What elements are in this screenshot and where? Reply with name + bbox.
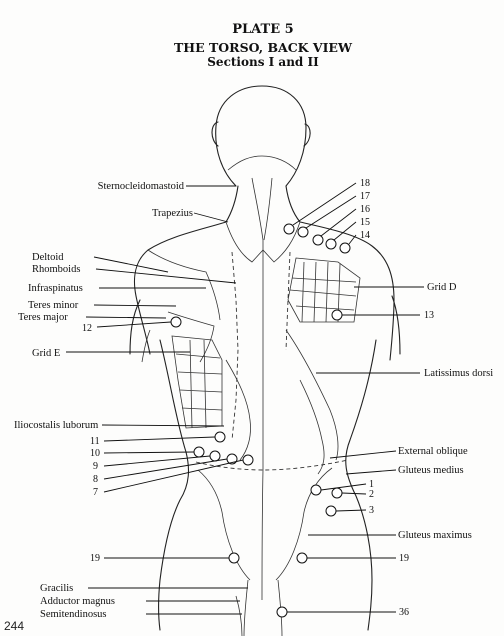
acupoints (170, 223, 351, 618)
left-deltoid-lines (147, 249, 221, 321)
left-scapula-dash (231, 251, 239, 441)
label-infraspinatus: Infraspinatus (28, 283, 83, 294)
label-point-36: 36 (399, 607, 409, 618)
label-semitendinosus: Semitendinosus (40, 609, 107, 620)
neck-right (285, 185, 301, 223)
label-point-16: 16 (360, 204, 370, 215)
left-lat-contour (225, 359, 251, 461)
label-deltoid: Deltoid (32, 252, 64, 263)
leader-lines (66, 182, 424, 615)
label-trapezius: Trapezius (152, 208, 193, 219)
label-iliocostalis: Iliocostalis luborum (14, 420, 98, 431)
label-teres-major: Teres major (18, 312, 68, 323)
right-scapula-dash (285, 251, 291, 351)
point-15 (325, 238, 337, 250)
label-rhomboids: Rhomboids (32, 264, 80, 275)
left-shoulder (133, 221, 227, 355)
right-arm-edge (391, 295, 401, 355)
label-point-18: 18 (360, 178, 370, 189)
label-point-11: 11 (90, 436, 100, 447)
left-arm-edge (129, 299, 141, 355)
label-point-13: 13 (424, 310, 434, 321)
inner-thigh-lines (243, 579, 283, 636)
label-point-1: 1 (369, 479, 374, 490)
point-19-left (228, 552, 240, 564)
label-latissimus: Latissimus dorsi (424, 368, 493, 379)
label-point-2: 2 (369, 489, 374, 500)
right-torso-side (345, 339, 377, 631)
point-11 (214, 431, 226, 443)
label-sternocleidomastoid: Sternocleidomastoid (98, 181, 185, 192)
grid-d-lines (289, 261, 357, 323)
neck-muscles (251, 177, 273, 241)
label-point-12: 12 (82, 323, 92, 334)
label-point-10: 10 (90, 448, 100, 459)
point-14 (339, 242, 351, 254)
neck-left (225, 185, 239, 223)
left-torso-side (157, 339, 190, 631)
grid-e-border (171, 335, 223, 429)
grid-d (287, 257, 361, 323)
left-ear (211, 121, 219, 147)
label-point-8: 8 (93, 474, 98, 485)
body-outline (129, 85, 401, 636)
waist-dash (195, 459, 349, 471)
point-3 (325, 505, 337, 517)
point-18 (283, 223, 295, 235)
point-12 (170, 316, 182, 328)
label-gluteus-maximus: Gluteus maximus (398, 530, 472, 541)
label-point-19-left: 19 (90, 553, 100, 564)
grid-d-border (287, 257, 361, 323)
point-16 (312, 234, 324, 246)
right-shoulder (299, 221, 395, 361)
label-external-oblique: External oblique (398, 446, 468, 457)
trapezius-outline (225, 221, 301, 263)
right-labels: 18 17 16 15 14 Grid D 13 Latissimus dors… (360, 178, 493, 618)
label-point-3: 3 (369, 505, 374, 516)
label-grid-e: Grid E (32, 348, 60, 359)
label-point-7: 7 (93, 487, 98, 498)
label-adductor-magnus: Adductor magnus (40, 596, 115, 607)
point-13 (331, 309, 343, 321)
left-labels: Sternocleidomastoid Trapezius Deltoid Rh… (4, 181, 193, 633)
point-19-right (296, 552, 308, 564)
head-outline (215, 85, 307, 187)
label-point-19-right: 19 (399, 553, 409, 564)
label-point-15: 15 (360, 217, 370, 228)
label-point-9: 9 (93, 461, 98, 472)
left-arm-inner (141, 329, 151, 363)
plate-title: THE TORSO, BACK VIEW (174, 40, 353, 55)
point-10 (193, 446, 205, 458)
gluteal-cleft (261, 469, 264, 601)
plate-subtitle: Sections I and II (207, 55, 319, 69)
label-grid-d: Grid D (427, 282, 457, 293)
point-7 (242, 454, 254, 466)
label-gluteus-medius: Gluteus medius (398, 465, 464, 476)
right-lat-lines (285, 329, 339, 461)
left-teres-lines (167, 311, 215, 363)
label-teres-minor: Teres minor (28, 300, 79, 311)
plate-number: PLATE 5 (232, 22, 293, 37)
page-number: 244 (4, 619, 24, 633)
point-2 (331, 487, 343, 499)
right-lat-contour (299, 379, 325, 475)
point-17 (297, 226, 309, 238)
grid-e (171, 335, 223, 429)
point-36 (276, 606, 288, 618)
left-gluteus-line (197, 469, 223, 513)
adductor-line (235, 595, 243, 636)
grid-e-lines (175, 339, 223, 429)
right-ear (303, 123, 311, 147)
label-point-17: 17 (360, 191, 370, 202)
label-gracilis: Gracilis (40, 583, 73, 594)
gluteal-folds (221, 511, 305, 581)
point-1 (310, 484, 322, 496)
skull-base (227, 155, 297, 171)
point-9 (209, 450, 221, 462)
label-point-14: 14 (360, 230, 370, 241)
